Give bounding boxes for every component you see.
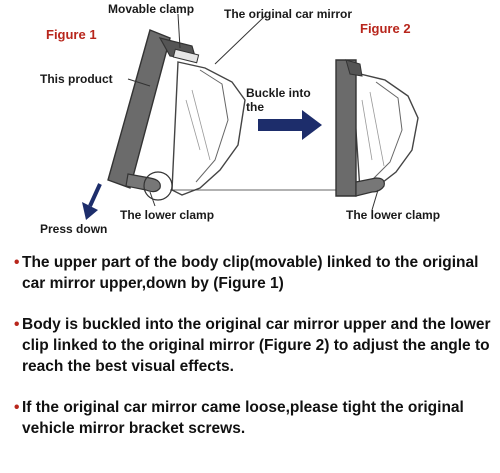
note-text: Body is buckled into the original car mi… [22,316,491,375]
diagram-drawing [82,13,419,220]
figure2-upper-clamp [345,59,363,77]
press-down-arrow [82,202,98,220]
instruction-notes: • The upper part of the body clip(movabl… [14,252,496,459]
buckle-into-label: Buckle into the [246,86,311,114]
note-item: • The upper part of the body clip(movabl… [14,252,496,294]
note-item: • If the original car mirror came loose,… [14,397,496,439]
note-text: The upper part of the body clip(movable)… [22,254,479,292]
diagram-area: Movable clamp The original car mirror Fi… [40,2,441,236]
figure1-title: Figure 1 [46,27,97,42]
original-car-mirror-label: The original car mirror [224,7,353,21]
this-product-label: This product [40,72,113,86]
note-item: • Body is buckled into the original car … [14,314,496,377]
figure1-mirror-inner-edge [195,69,229,183]
press-down-label: Press down [40,222,108,236]
figure1-product-body [107,29,171,189]
buckle-arrow [258,110,322,140]
figure1-lower-clamp-highlight [143,171,173,201]
figure2-lower-clamp [355,177,385,197]
figure2-car-mirror [351,71,419,191]
note-bullet: • [14,399,20,416]
note-text: If the original car mirror came loose,pl… [22,399,464,437]
figure2-title: Figure 2 [360,21,411,36]
figure1-car-mirror [171,61,246,196]
figure2-product-body [335,59,357,197]
note-bullet: • [14,254,20,271]
figure1-lower-clamp-label: The lower clamp [120,208,215,222]
figure2-lower-clamp-label: The lower clamp [346,208,441,222]
movable-clamp-label: Movable clamp [108,2,195,16]
note-bullet: • [14,316,20,333]
figure1-lower-clamp [125,173,161,193]
